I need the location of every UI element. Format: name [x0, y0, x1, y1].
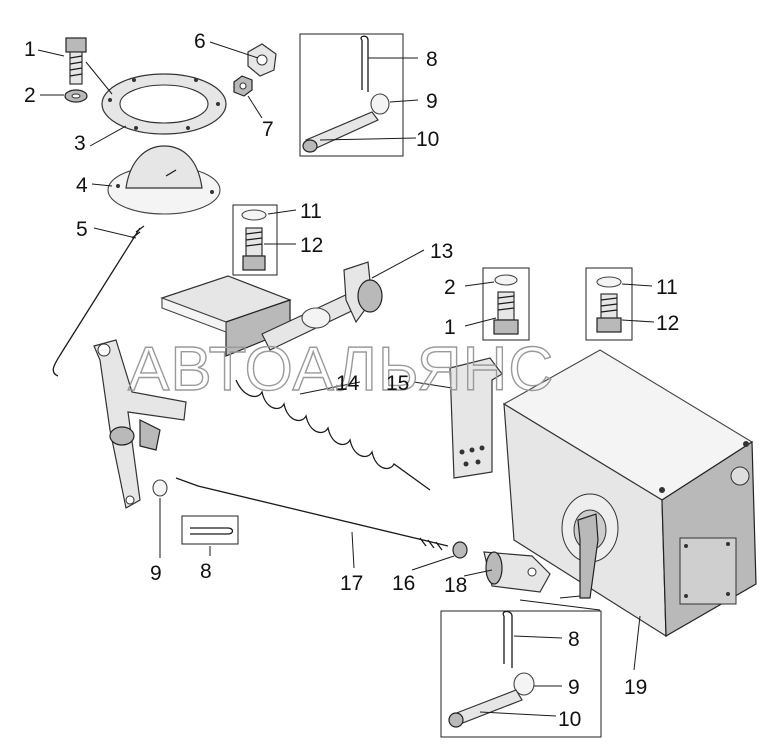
callout-label: 4	[76, 174, 88, 197]
watermark-text: АВТОАЛЬЯНС	[128, 335, 554, 404]
hex-nut-part-7	[233, 75, 253, 97]
callout-labels: 1 2 3 4 5 6 7 8 9 10 11 12 13 14 15 2 1 …	[24, 30, 679, 731]
callout-label: 15	[386, 372, 409, 395]
callout-label: 9	[426, 90, 438, 113]
callout-label: 9	[568, 676, 580, 699]
callout-label: 18	[444, 574, 467, 597]
callout-label: 1	[444, 316, 456, 339]
callout-label: 16	[392, 572, 415, 595]
callout-label: 9	[150, 562, 162, 585]
callout-label: 3	[74, 132, 86, 155]
callout-label: 13	[430, 240, 453, 263]
pin-group-box-bottom	[440, 610, 602, 738]
callout-label: 11	[656, 276, 678, 299]
bracket-part-15	[449, 357, 503, 479]
callout-label: 7	[262, 118, 274, 141]
callout-label: 10	[416, 128, 439, 151]
housing-part-19	[502, 349, 757, 638]
callout-label: 5	[76, 218, 88, 241]
leader-lines	[37, 41, 655, 717]
lever-arm	[93, 339, 187, 509]
boot-cover-part-4	[107, 145, 221, 215]
spring-part-14	[235, 379, 431, 491]
callout-label: 12	[656, 312, 679, 335]
washer-bolt-group-middle	[482, 267, 530, 341]
clevis-part-18	[483, 551, 551, 593]
nut-part-16	[452, 541, 468, 559]
bracket-shaft-assembly	[160, 261, 383, 357]
washer-bolt-group-upper	[232, 204, 278, 276]
bolt-part-1	[65, 37, 87, 85]
callout-label: 6	[194, 30, 206, 53]
callout-label: 8	[568, 628, 580, 651]
callout-label: 8	[426, 48, 438, 71]
pin-group-box-top	[299, 33, 404, 157]
callout-label: 2	[24, 84, 36, 107]
callout-label: 1	[24, 38, 36, 61]
adjusting-nut-part-6	[247, 43, 277, 77]
callout-label: 11	[300, 200, 322, 223]
callout-label: 8	[200, 560, 212, 583]
washer-part-2	[64, 89, 88, 103]
callout-label: 19	[624, 676, 647, 699]
callout-label: 2	[444, 276, 456, 299]
cotter-pin-box-left	[181, 515, 239, 545]
callout-label: 12	[300, 234, 323, 257]
rod-part-17	[175, 477, 449, 551]
washer-bolt-group-right	[585, 267, 633, 341]
callout-label: 14	[336, 372, 360, 395]
flange-ring-part-3	[101, 73, 227, 135]
washer-part-9-left	[152, 479, 168, 497]
callout-label: 10	[558, 708, 581, 731]
callout-label: 17	[340, 572, 363, 595]
